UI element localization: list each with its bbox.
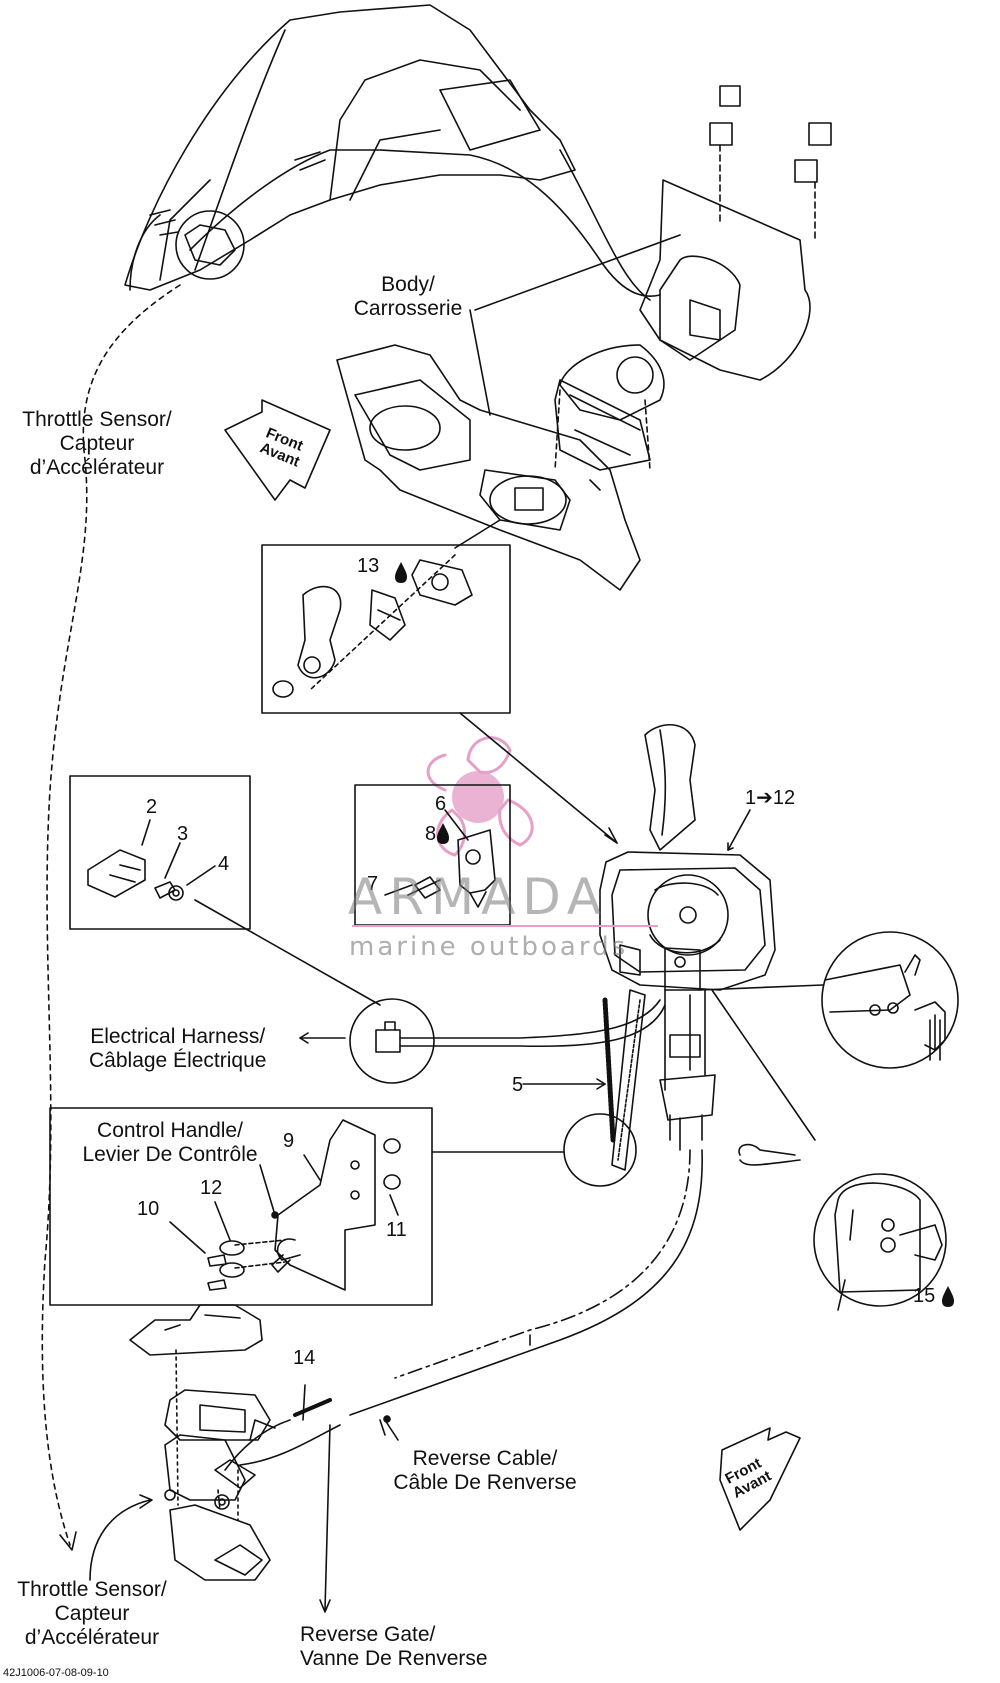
- watermark-tagline: marine outboards: [349, 932, 629, 962]
- watermark-logo: [426, 736, 534, 857]
- label-reverse-cable: Reverse Cable/Câble De Renverse: [393, 1447, 577, 1494]
- reverse-cable: [239, 1149, 703, 1613]
- reverse-gate-mechanism: [129, 1304, 332, 1581]
- front-arrow-top: [224, 399, 331, 501]
- callout-11: 11: [386, 1219, 407, 1241]
- callout-3: 3: [177, 823, 189, 845]
- callout-9: 9: [283, 1130, 295, 1152]
- callout-2: 2: [146, 796, 158, 818]
- callout-13: 13: [357, 555, 380, 577]
- throttle-lever-parts: [272, 554, 473, 698]
- mounting-pads: [709, 85, 832, 241]
- figure-code: 42J1006-07-08-09-10: [3, 1667, 109, 1679]
- watermark-rule: [352, 925, 658, 927]
- control-handle-assembly: [599, 723, 776, 1171]
- control-handle-parts: [207, 1119, 401, 1291]
- callout-4: 4: [218, 853, 230, 875]
- watermark-brand: ARMADA: [348, 868, 609, 926]
- label-reverse-gate: Reverse Gate/Vanne De Renverse: [300, 1623, 488, 1670]
- front-arrow-bottom: [719, 1427, 801, 1531]
- callout-6: 6: [435, 793, 447, 815]
- body-hull-part: [124, 4, 661, 301]
- callout-12: 12: [200, 1177, 223, 1199]
- callout-1-12: 1➔12: [745, 787, 796, 809]
- callout-8: 8: [425, 823, 437, 845]
- connector-parts: [87, 849, 184, 901]
- label-electrical-harness: Electrical Harness/Câblage Électrique: [89, 1025, 267, 1072]
- callout-5: 5: [512, 1074, 524, 1096]
- body-panel: [336, 344, 641, 591]
- callout-7: 7: [367, 873, 379, 895]
- label-body: Body/Carrosserie: [353, 273, 463, 320]
- label-control-handle: Control Handle/Levier De Contrôle: [82, 1119, 258, 1166]
- bracket-parts: [407, 829, 496, 908]
- callout-15: 15: [913, 1285, 936, 1307]
- console-plate: [554, 179, 811, 471]
- callout-14: 14: [293, 1347, 316, 1369]
- callout-10: 10: [137, 1198, 160, 1220]
